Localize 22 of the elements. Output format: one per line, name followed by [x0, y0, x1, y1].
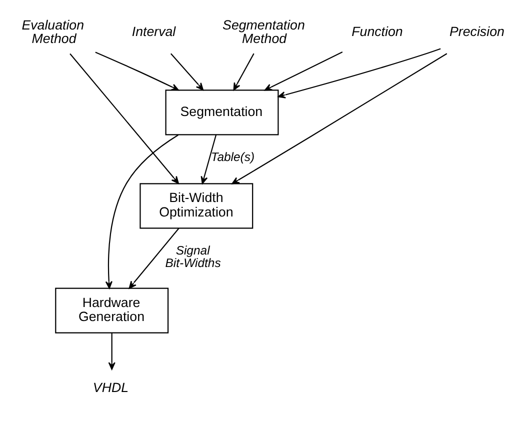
arrow [128, 228, 180, 289]
arrow [95, 52, 179, 91]
node-text: Function [352, 24, 403, 39]
edge-label: Table(s) [210, 150, 255, 164]
arrow [70, 53, 179, 184]
node-box: Hardware Generation [55, 288, 169, 334]
arrow [105, 134, 179, 289]
arrow [200, 134, 217, 184]
node-text: VHDL [92, 380, 129, 395]
arrow [264, 52, 343, 91]
arrow [108, 333, 116, 370]
arrow [232, 53, 448, 184]
node-box: Segmentation [165, 90, 279, 136]
arrow [233, 53, 254, 90]
arrow [278, 48, 441, 98]
node-box: Bit-Width Optimization [140, 183, 254, 229]
node-text: Segmentation Method [222, 18, 305, 46]
arrow [170, 53, 204, 90]
node-text: Interval [132, 24, 176, 39]
edge-label: Signal Bit-Widths [165, 244, 221, 270]
node-text: Precision [450, 24, 504, 39]
node-text: Evaluation Method [22, 18, 84, 46]
